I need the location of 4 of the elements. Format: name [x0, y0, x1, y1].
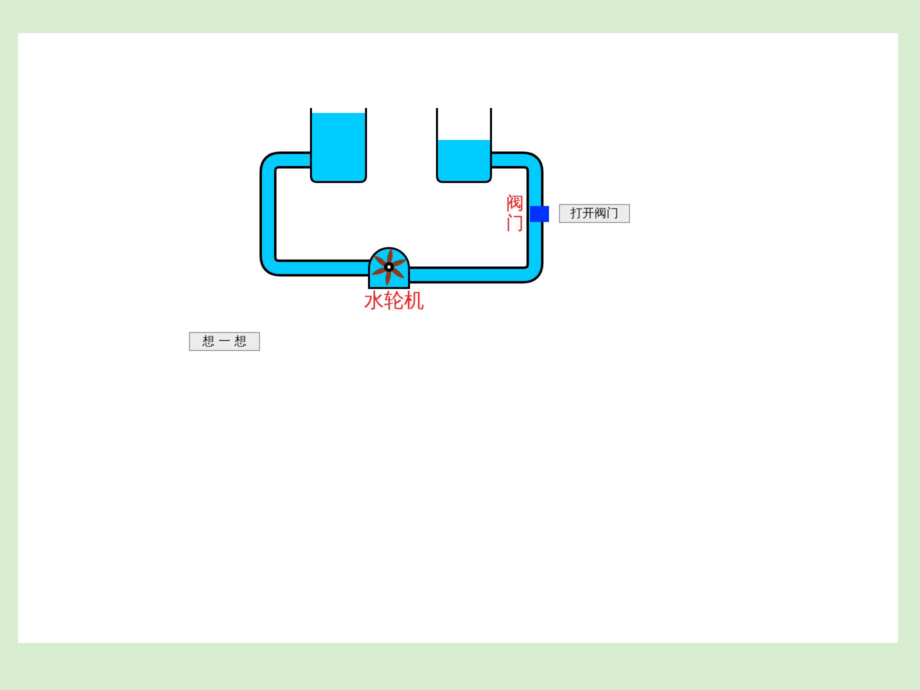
turbine-label: 水轮机 — [364, 289, 424, 311]
valve-label: 阀门 — [506, 194, 523, 234]
think-button: 想 一 想 — [189, 332, 260, 351]
open-valve-button: 打开阀门 — [559, 204, 630, 223]
